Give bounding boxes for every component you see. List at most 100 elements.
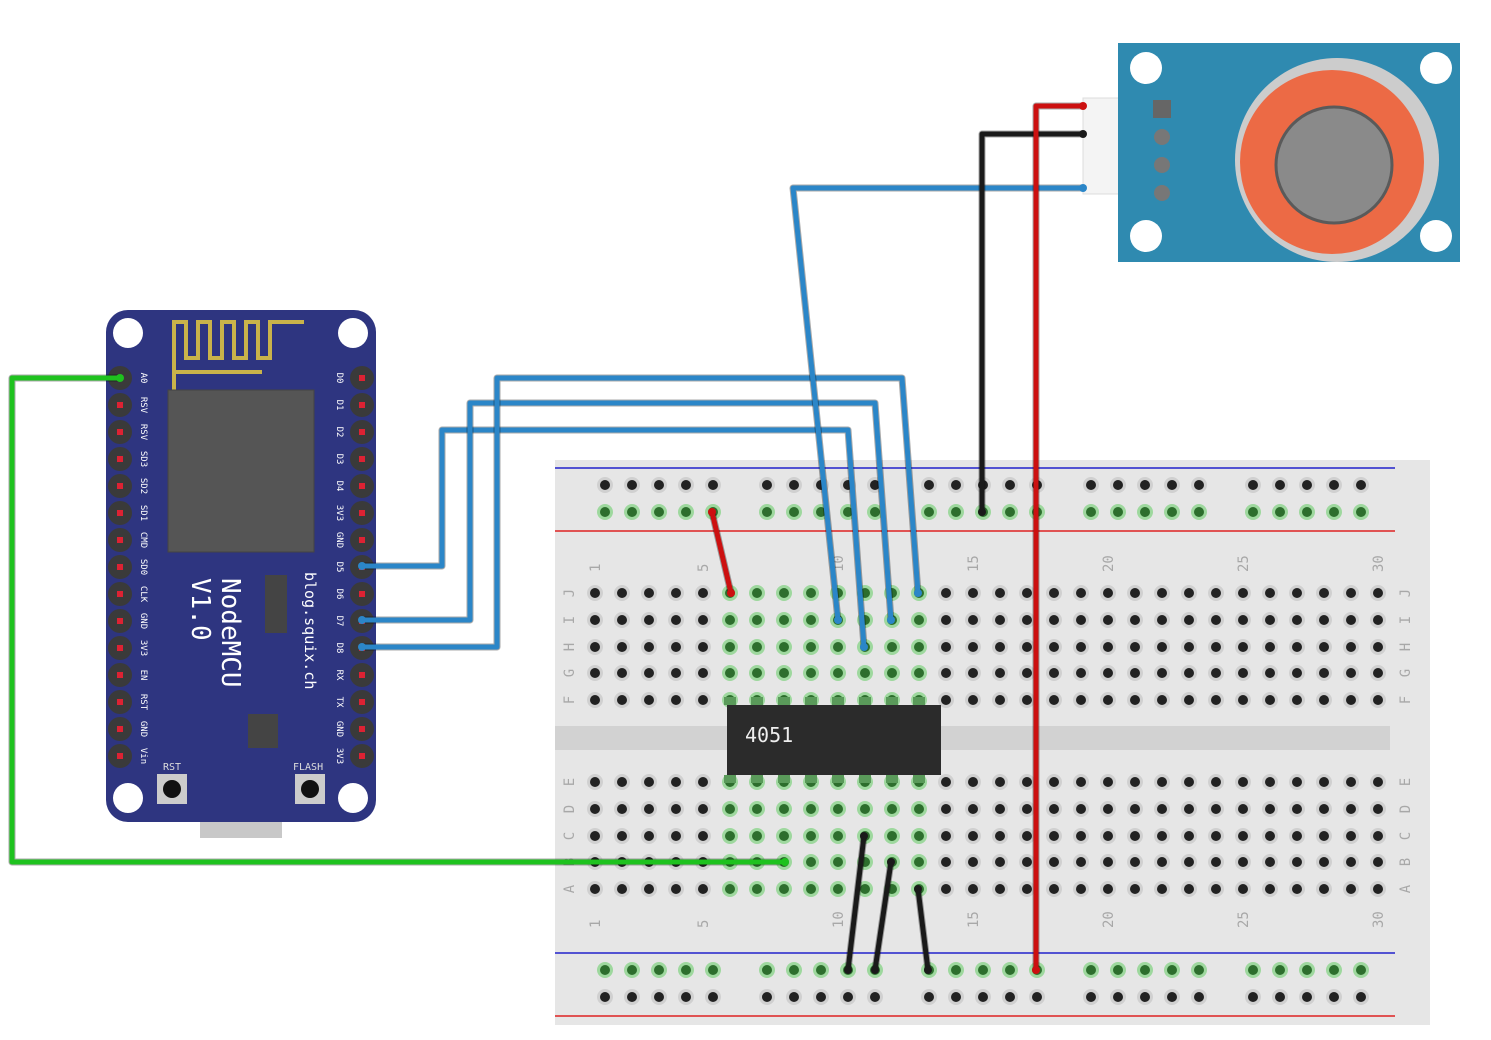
breadboard-hole	[671, 695, 681, 705]
breadboard-hole	[1319, 642, 1329, 652]
chip-pin	[859, 775, 871, 783]
wire-a0-green-end[interactable]	[116, 374, 124, 382]
breadboard-hole	[816, 507, 826, 517]
wire-sensor-gnd-black[interactable]	[979, 131, 1086, 515]
chip-pin	[886, 775, 898, 783]
wire-d5-blue-end[interactable]	[358, 562, 366, 570]
wire-vcc-jumper-red-end[interactable]	[727, 589, 735, 597]
wire-sensor-signal-blue-end[interactable]	[1079, 184, 1087, 192]
wire-gnd-jumper-black-end[interactable]	[924, 966, 932, 974]
wire-sensor-vcc-red-end[interactable]	[1079, 102, 1087, 110]
breadboard-hole	[1184, 615, 1194, 625]
breadboard-hole	[1194, 480, 1204, 490]
pin-label: D8	[334, 643, 344, 654]
wire-gnd-jumper-black-end[interactable]	[860, 832, 868, 840]
breadboard-hole	[1049, 642, 1059, 652]
breadboard-hole	[806, 884, 816, 894]
wire-d7-blue-end[interactable]	[887, 616, 895, 624]
breadboard-hole	[1265, 642, 1275, 652]
breadboard-hole	[1184, 857, 1194, 867]
wire-d5-blue-end[interactable]	[860, 643, 868, 651]
breadboard-hole	[1049, 857, 1059, 867]
breadboard-hole	[671, 831, 681, 841]
breadboard-hole	[995, 642, 1005, 652]
wire-sensor-signal-blue-end[interactable]	[834, 616, 842, 624]
wire-d8-blue[interactable]	[359, 375, 921, 650]
breadboard-hole	[590, 695, 600, 705]
wire-gnd-jumper-black[interactable]	[915, 886, 931, 973]
breadboard-hole	[1022, 695, 1032, 705]
wire-d7-blue-end[interactable]	[358, 616, 366, 624]
breadboard-hole	[887, 831, 897, 841]
breadboard-hole	[1076, 695, 1086, 705]
wire-a0-green[interactable]	[9, 375, 788, 865]
breadboard-hole	[708, 965, 718, 975]
nodemcu-board: RST FLASH NodeMCU V1.0 blog.squix.ch A0R…	[106, 310, 376, 838]
breadboard-hole	[1076, 588, 1086, 598]
column-number: 5	[696, 564, 712, 572]
pin-pad	[117, 672, 123, 678]
wire-gnd-jumper-black-end[interactable]	[914, 885, 922, 893]
breadboard-hole	[995, 857, 1005, 867]
chip-pin	[832, 697, 844, 705]
breadboard-hole	[627, 992, 637, 1002]
breadboard-hole	[951, 480, 961, 490]
breadboard-hole	[1140, 965, 1150, 975]
breadboard-hole	[725, 642, 735, 652]
breadboard-hole	[1103, 857, 1113, 867]
wire-gnd-jumper-black[interactable]	[845, 833, 867, 973]
wire-vcc-jumper-red-end[interactable]	[708, 508, 716, 516]
row-letter: I	[1398, 616, 1414, 624]
wire-gnd-jumper-black-end[interactable]	[871, 966, 879, 974]
wire-d8-blue-end[interactable]	[358, 643, 366, 651]
breadboard-hole	[1103, 695, 1113, 705]
breadboard-hole	[590, 804, 600, 814]
wire-vcc-jumper-red[interactable]	[709, 509, 734, 596]
breadboard-hole	[698, 695, 708, 705]
breadboard-hole	[1302, 507, 1312, 517]
wire-gnd-jumper-black-end[interactable]	[887, 858, 895, 866]
wire-sensor-vcc-red[interactable]	[1033, 103, 1086, 973]
column-number: 25	[1236, 555, 1252, 572]
breadboard-hole	[644, 615, 654, 625]
breadboard-hole	[816, 992, 826, 1002]
pin-label: 3V3	[334, 748, 344, 764]
breadboard-hole	[590, 831, 600, 841]
mount-hole	[338, 783, 368, 813]
breadboard-hole	[1103, 831, 1113, 841]
breadboard-hole	[968, 884, 978, 894]
breadboard-hole	[806, 857, 816, 867]
breadboard-hole	[1049, 804, 1059, 814]
breadboard-hole	[806, 642, 816, 652]
breadboard-hole	[671, 615, 681, 625]
wire-d7-blue[interactable]	[359, 400, 894, 623]
breadboard-hole	[1157, 804, 1167, 814]
pin-label: SD1	[138, 505, 148, 521]
breadboard-hole	[1346, 695, 1356, 705]
chip-body	[727, 705, 941, 775]
pin-pad	[359, 753, 365, 759]
board-version: V1.0	[185, 578, 215, 641]
wire-gnd-jumper-black[interactable]	[872, 859, 894, 973]
breadboard-hole	[1157, 884, 1167, 894]
wire-sensor-gnd-black-end[interactable]	[1079, 130, 1087, 138]
breadboard-hole	[1319, 695, 1329, 705]
breadboard-hole	[1076, 642, 1086, 652]
wire-sensor-vcc-red-end[interactable]	[1032, 966, 1040, 974]
column-number: 15	[966, 911, 982, 928]
wire-d8-blue-end[interactable]	[914, 589, 922, 597]
wire-sensor-gnd-black-end[interactable]	[978, 508, 986, 516]
wire-d5-blue[interactable]	[359, 427, 867, 650]
breadboard-hole	[1319, 588, 1329, 598]
row-letter: H	[562, 643, 578, 651]
wire-a0-green-end[interactable]	[781, 858, 789, 866]
breadboard-hole	[590, 642, 600, 652]
wire-sensor-signal-blue[interactable]	[790, 185, 1086, 623]
breadboard-hole	[789, 480, 799, 490]
breadboard-hole	[1329, 965, 1339, 975]
breadboard-hole	[941, 615, 951, 625]
breadboard-hole	[1157, 615, 1167, 625]
wire-gnd-jumper-black-end[interactable]	[844, 966, 852, 974]
breadboard-hole	[1086, 480, 1096, 490]
breadboard-hole	[1157, 777, 1167, 787]
